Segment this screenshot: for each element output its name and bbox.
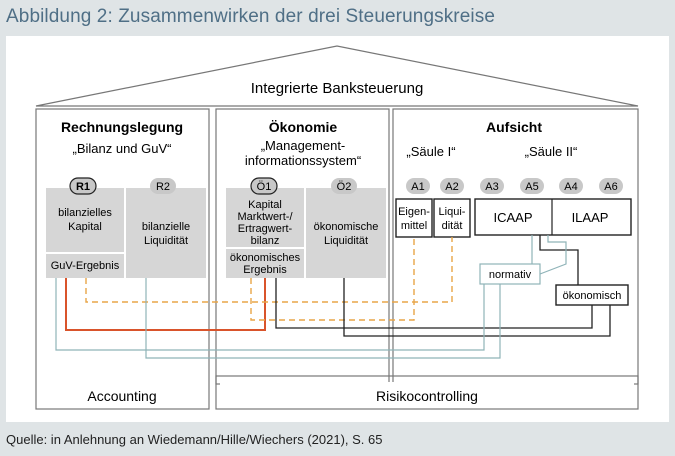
accounting-subtitle: „Bilanz und GuV“: [73, 141, 172, 156]
dashed-link-to-eigenmittel: [250, 237, 415, 321]
risk-footer: Risikocontrolling: [376, 388, 478, 404]
source-caption: Quelle: in Anlehnung an Wiedemann/Hille/…: [6, 432, 383, 447]
dashed-link-to-liquiditaet: [85, 237, 453, 303]
a3-badge: [480, 178, 504, 194]
o2-label: Ö2: [337, 181, 352, 193]
dark-link-o2-oekonomisch: [343, 278, 611, 337]
eigenmittel-text-2: mittel: [401, 220, 427, 232]
o1-bottom-1: ökonomisches: [230, 252, 301, 264]
accounting-footer: Accounting: [87, 388, 156, 404]
liquiditaet-text-2: dität: [442, 220, 463, 232]
o1-text-1: Kapital: [248, 199, 282, 211]
icaap-label: ICAAP: [493, 210, 532, 225]
risk-footer-box: [215, 375, 639, 410]
r1-text-2: Kapital: [68, 221, 102, 233]
accounting-title: Rechnungslegung: [61, 119, 183, 135]
roof-label: Integrierte Banksteuerung: [251, 80, 424, 97]
roof: [35, 45, 639, 107]
a5-label: A5: [525, 181, 538, 193]
o1-text-3: Ertragwert-: [238, 223, 293, 235]
r2-text-1: bilanzielle: [142, 221, 190, 233]
r2-box: [126, 188, 206, 278]
figure-title: Abbildung 2: Zusammenwirken der drei Ste…: [6, 6, 495, 27]
eigenmittel-box: [395, 198, 433, 238]
supervision-title: Aufsicht: [486, 119, 542, 135]
a4-label: A4: [564, 181, 577, 193]
o1-bottom-2: Ergebnis: [243, 264, 287, 276]
o2-box: [306, 188, 386, 278]
pillar-accounting: [35, 108, 210, 410]
steuerungskreise-diagram: Integrierte Banksteuerung Rechnungslegun…: [35, 45, 639, 410]
a3-label: A3: [485, 181, 498, 193]
dark-link-o1-oekonomisch: [275, 278, 593, 329]
teal-link-r2-normativ: [145, 278, 501, 359]
a2-badge: [440, 178, 464, 194]
o1-label: Ö1: [257, 181, 272, 193]
economy-subtitle-1: „Management-: [261, 138, 346, 153]
a5-badge: [520, 178, 544, 194]
r2-text-2: Liquidität: [144, 235, 188, 247]
economy-title: Ökonomie: [269, 119, 338, 135]
eigenmittel-text-1: Eigen-: [398, 206, 430, 218]
o2-text-1: ökonomische: [314, 221, 379, 233]
a6-label: A6: [604, 181, 617, 193]
diagram-panel: Integrierte Banksteuerung Rechnungslegun…: [6, 36, 669, 422]
r1-label: R1: [76, 181, 90, 193]
a1-label: A1: [411, 181, 424, 193]
r1-text-1: bilanzielles: [58, 207, 112, 219]
teal-link-r1-normativ: [55, 278, 485, 351]
economy-subtitle-2: informationssystem“: [245, 153, 361, 168]
r1-bottom: GuV-Ergebnis: [51, 260, 120, 272]
orange-link-r1-o1: [65, 278, 266, 331]
pillar2-label: „Säule II“: [525, 144, 578, 159]
r2-badge: [150, 178, 176, 194]
r2-label: R2: [156, 181, 170, 193]
o1-text-4: bilanz: [251, 235, 280, 247]
icaap-ilaap-box: [474, 198, 632, 236]
o2-badge: [331, 178, 357, 194]
a1-badge: [406, 178, 430, 194]
r1-badge: [69, 177, 97, 195]
ilaap-label: ILAAP: [572, 210, 609, 225]
oekonomisch-label: ökonomisch: [563, 290, 622, 302]
dark-link-icaap-oekonomisch: [539, 235, 579, 285]
o1-box: [226, 188, 304, 278]
normativ-label: normativ: [489, 269, 532, 281]
a2-label: A2: [445, 181, 458, 193]
pillar1-label: „Säule I“: [406, 144, 455, 159]
a6-badge: [599, 178, 623, 194]
teal-link-ilaap-normativ: [539, 235, 567, 275]
o2-text-2: Liquidität: [324, 235, 368, 247]
o1-badge: [250, 177, 278, 195]
liquiditaet-box: [433, 198, 471, 238]
r1-box: [46, 188, 124, 278]
a4-badge: [559, 178, 583, 194]
o1-text-2: Marktwert-/: [238, 211, 294, 223]
liquiditaet-text-1: Liqui-: [439, 206, 466, 218]
